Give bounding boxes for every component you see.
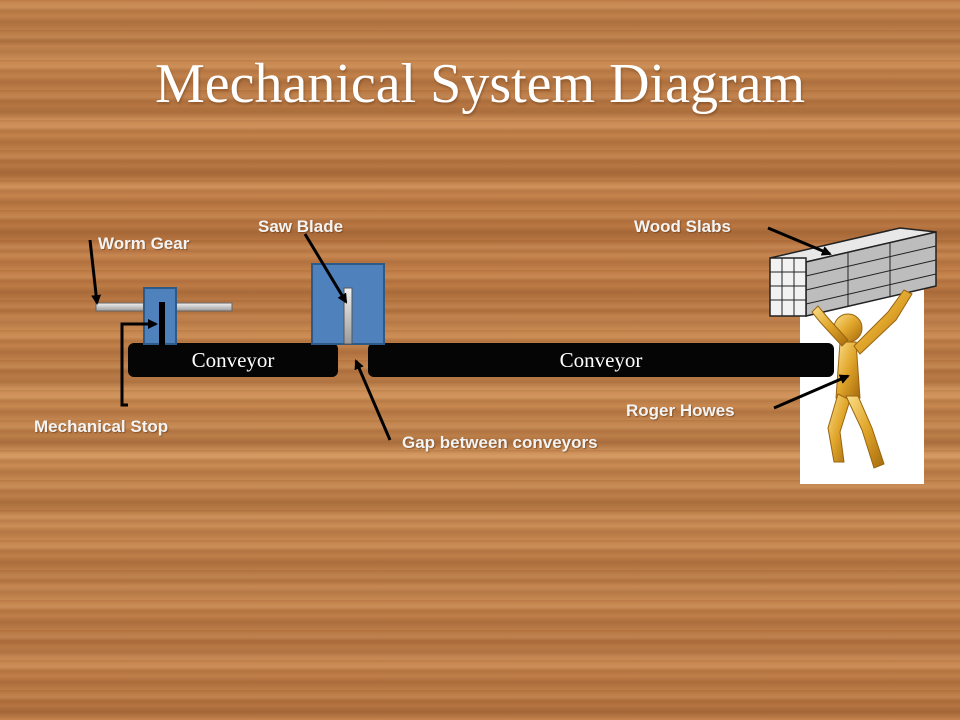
person-figure	[811, 289, 913, 469]
saw-blade-arrow	[303, 233, 348, 304]
saw-blade	[343, 287, 353, 345]
roger-howes-label: Roger Howes	[626, 401, 735, 420]
gap-arrow	[354, 359, 392, 441]
conveyor-right: Conveyor	[368, 343, 834, 377]
worm-gear-label: Worm Gear	[98, 234, 190, 253]
mechanical-stop-arrow	[120, 319, 158, 407]
roger-howes-arrow	[773, 374, 850, 410]
wood-slabs-label: Wood Slabs	[634, 217, 731, 236]
mechanical-stop-label: Mechanical Stop	[34, 417, 169, 436]
worm-gear-arrow	[88, 239, 102, 305]
conveyor-left: Conveyor	[128, 343, 338, 377]
wood-slabs-stack	[769, 227, 937, 317]
wood-slabs-arrow	[767, 226, 832, 256]
gap-label: Gap between conveyors	[402, 433, 598, 452]
saw-blade-label: Saw Blade	[258, 217, 344, 236]
mechanical-stop-bar	[159, 302, 165, 346]
slide-title: Mechanical System Diagram	[154, 53, 805, 115]
